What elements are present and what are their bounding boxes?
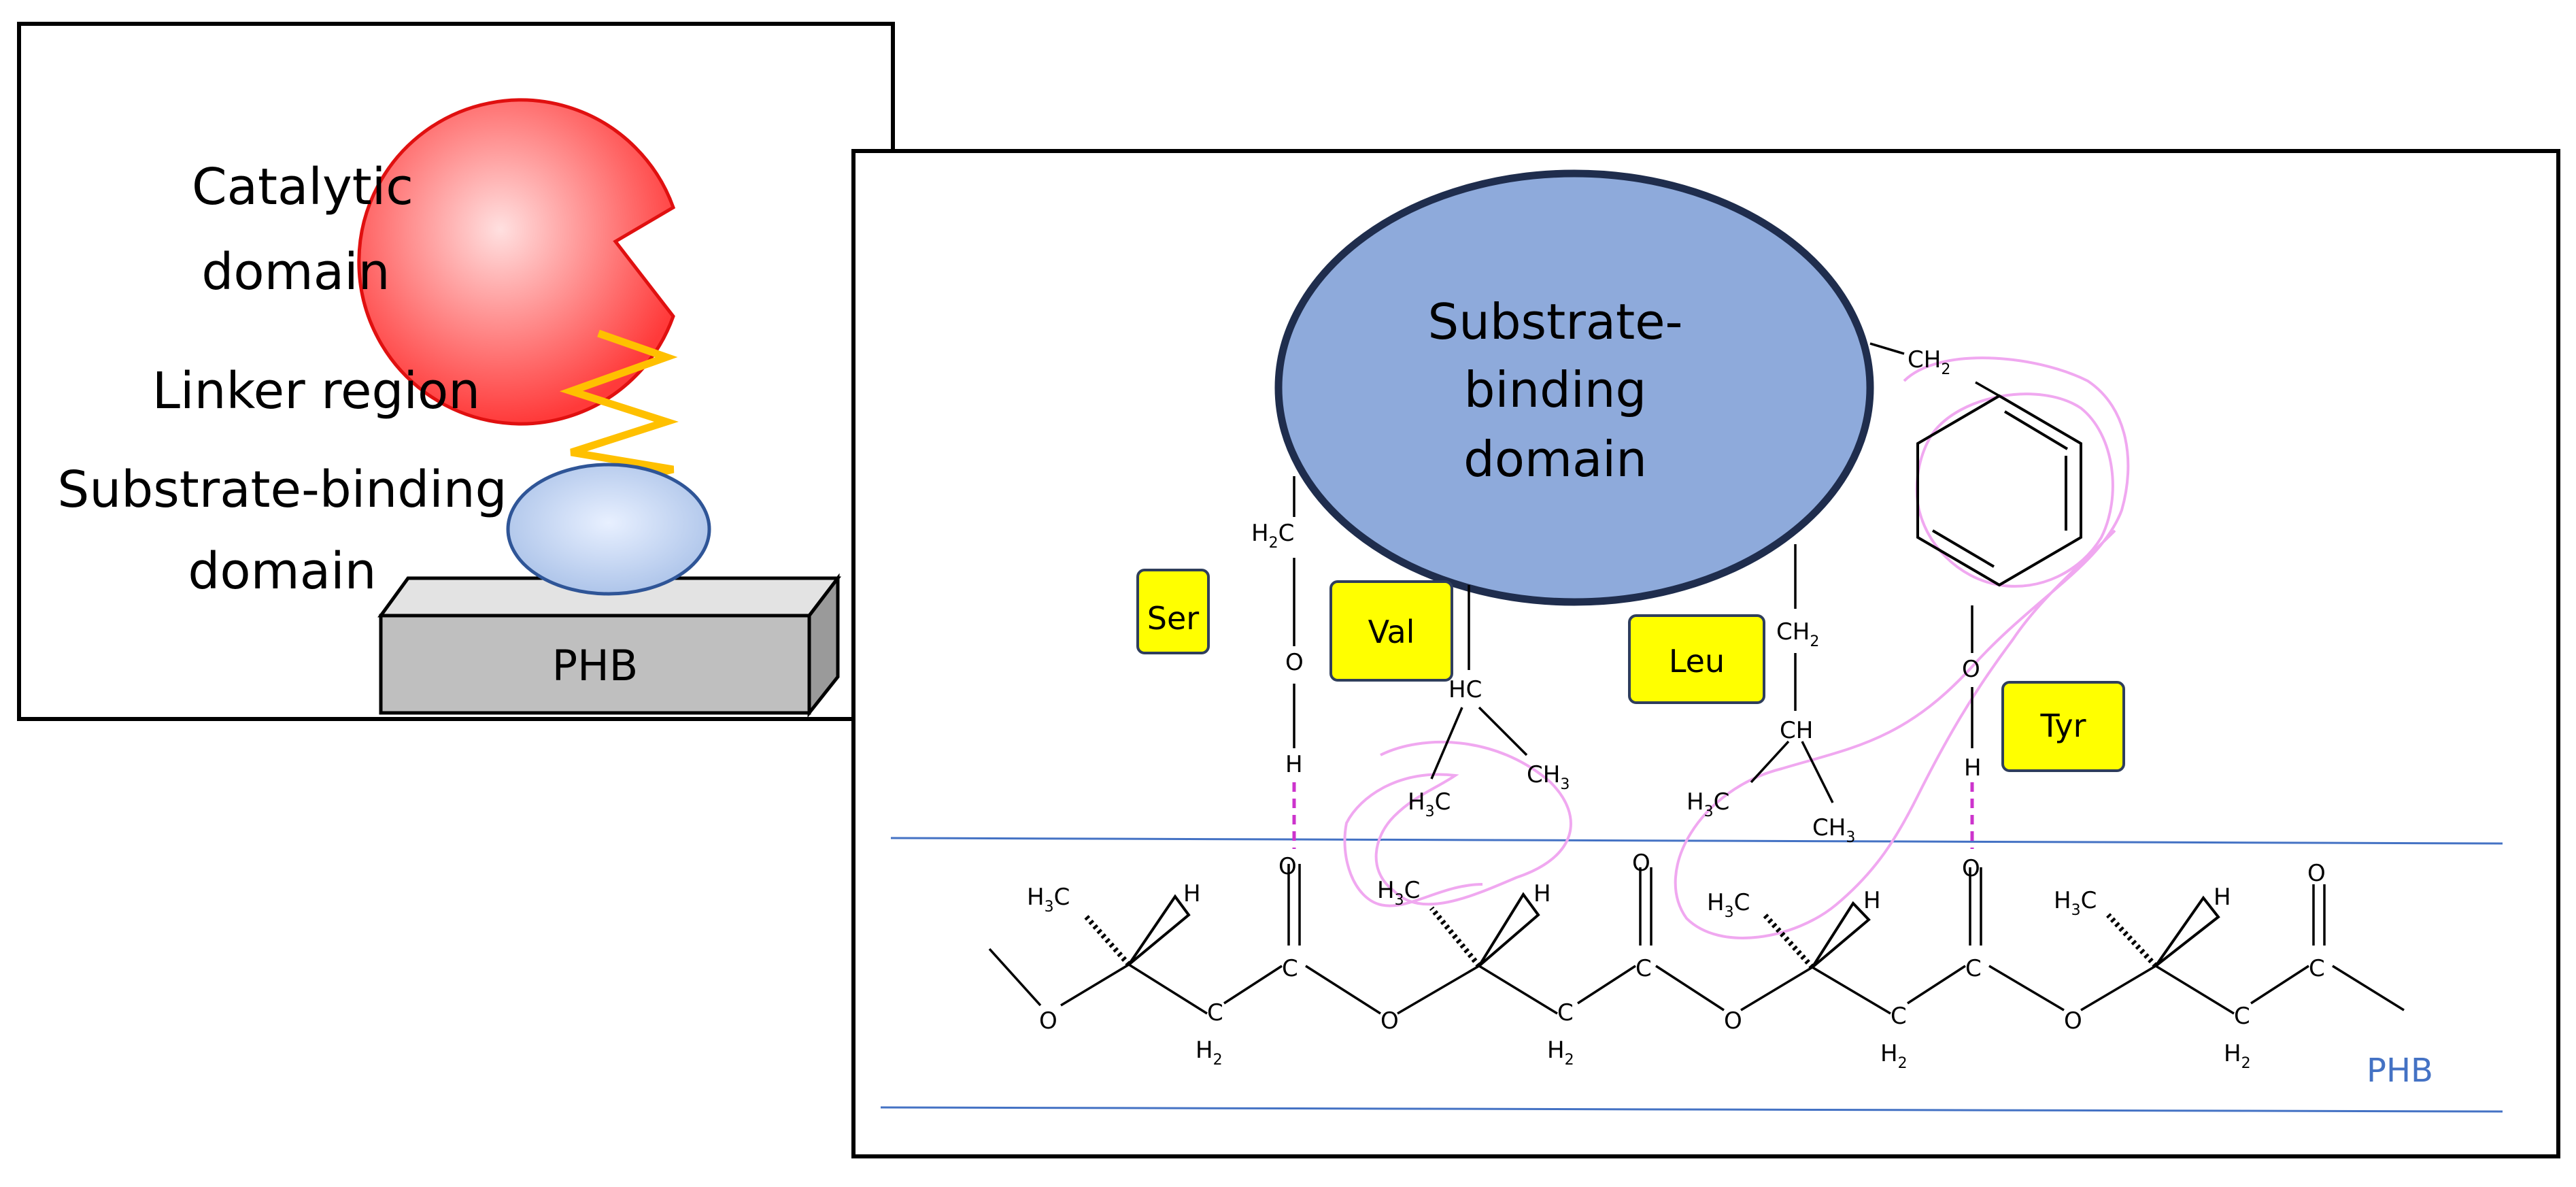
svg-text:H3C: H3C bbox=[1027, 884, 1070, 916]
svg-text:H: H bbox=[1285, 751, 1303, 778]
phb-block-front bbox=[379, 614, 811, 715]
atom-labels: H2C O H HC H3C CH3 CH2 CH H3C CH3 CH2 O … bbox=[1027, 346, 2326, 1072]
svg-text:O: O bbox=[1632, 850, 1650, 877]
phb-block-label: PHB bbox=[552, 641, 639, 690]
svg-text:H: H bbox=[1533, 880, 1551, 907]
svg-text:O: O bbox=[1724, 1007, 1742, 1035]
val-label: Val bbox=[1368, 614, 1415, 650]
sbd-large-line3: domain bbox=[1463, 431, 1647, 488]
svg-text:H3C: H3C bbox=[1687, 788, 1729, 820]
val-contact-loop bbox=[1343, 740, 1572, 907]
leu-tyr-contact-loop bbox=[1674, 356, 2130, 939]
ser-box bbox=[1136, 569, 1210, 654]
sbd-label-line2: domain bbox=[188, 542, 376, 601]
svg-text:H: H bbox=[1183, 880, 1201, 907]
svg-text:O: O bbox=[1380, 1007, 1399, 1035]
svg-text:O: O bbox=[1039, 1007, 1057, 1035]
tyr-box bbox=[2001, 681, 2125, 772]
detail-labels: Substrate- binding domain Ser Val Leu Ty… bbox=[1147, 293, 2433, 1090]
stereo-wedges bbox=[1128, 892, 2220, 969]
phb-surface-bottom-line bbox=[880, 1106, 2503, 1113]
phb-backbone bbox=[988, 864, 2405, 1015]
svg-text:C: C bbox=[2309, 955, 2325, 982]
svg-text:H3C: H3C bbox=[2054, 887, 2097, 919]
svg-text:C: C bbox=[1636, 955, 1652, 982]
svg-text:H: H bbox=[2214, 884, 2231, 911]
svg-text:CH: CH bbox=[1780, 717, 1813, 744]
detail-panel: Substrate- binding domain Ser Val Leu Ty… bbox=[851, 149, 2560, 1158]
sbd-small-ellipse bbox=[506, 463, 711, 596]
ser-label: Ser bbox=[1147, 600, 1200, 637]
linker-label: Linker region bbox=[152, 362, 480, 420]
leu-box bbox=[1628, 614, 1765, 704]
svg-text:C: C bbox=[1282, 955, 1298, 982]
svg-text:C: C bbox=[1891, 1003, 1907, 1030]
svg-text:H2: H2 bbox=[1880, 1040, 1908, 1072]
sbd-label-line1: Substrate-binding bbox=[57, 461, 507, 519]
residue-boxes bbox=[1136, 569, 2125, 772]
catalytic-label-line1: Catalytic bbox=[192, 158, 413, 216]
svg-text:C: C bbox=[1965, 955, 1982, 982]
svg-text:C: C bbox=[1557, 999, 1574, 1026]
svg-text:H: H bbox=[1863, 887, 1881, 914]
catalytic-domain-shape bbox=[357, 98, 676, 426]
svg-text:O: O bbox=[1278, 853, 1297, 880]
svg-text:HC: HC bbox=[1448, 676, 1482, 703]
sbd-large-line2: binding bbox=[1464, 361, 1646, 418]
svg-text:H3C: H3C bbox=[1377, 877, 1420, 909]
svg-text:O: O bbox=[1962, 855, 1980, 882]
svg-text:O: O bbox=[2064, 1007, 2082, 1035]
svg-text:H2: H2 bbox=[2224, 1040, 2251, 1072]
svg-text:C: C bbox=[2234, 1003, 2250, 1030]
svg-text:O: O bbox=[1962, 656, 1980, 683]
val-box bbox=[1329, 580, 1453, 682]
overview-panel: Catalytic domain Linker region Substrate… bbox=[17, 22, 895, 721]
svg-text:H: H bbox=[1964, 754, 1982, 782]
sbd-large-ellipse bbox=[1274, 169, 1874, 606]
svg-text:O: O bbox=[1285, 649, 1304, 676]
tyr-label: Tyr bbox=[2039, 707, 2086, 744]
linker-spring bbox=[559, 329, 679, 490]
svg-text:H3C: H3C bbox=[1707, 889, 1750, 921]
side-chain-bonds bbox=[1293, 342, 2000, 803]
overview-labels: Catalytic domain Linker region Substrate… bbox=[57, 158, 638, 690]
svg-text:C: C bbox=[1207, 999, 1223, 1026]
phb-chain-label: PHB bbox=[2367, 1052, 2433, 1090]
svg-text:O: O bbox=[2307, 860, 2326, 887]
catalytic-label-line2: domain bbox=[201, 243, 390, 301]
phb-surface-top-line bbox=[890, 837, 2503, 845]
leu-label: Leu bbox=[1669, 643, 1725, 680]
sbd-large-line1: Substrate- bbox=[1427, 293, 1682, 350]
hydrogen-bonds bbox=[1292, 782, 1974, 849]
tyr-benzene-ring bbox=[1916, 394, 2082, 587]
